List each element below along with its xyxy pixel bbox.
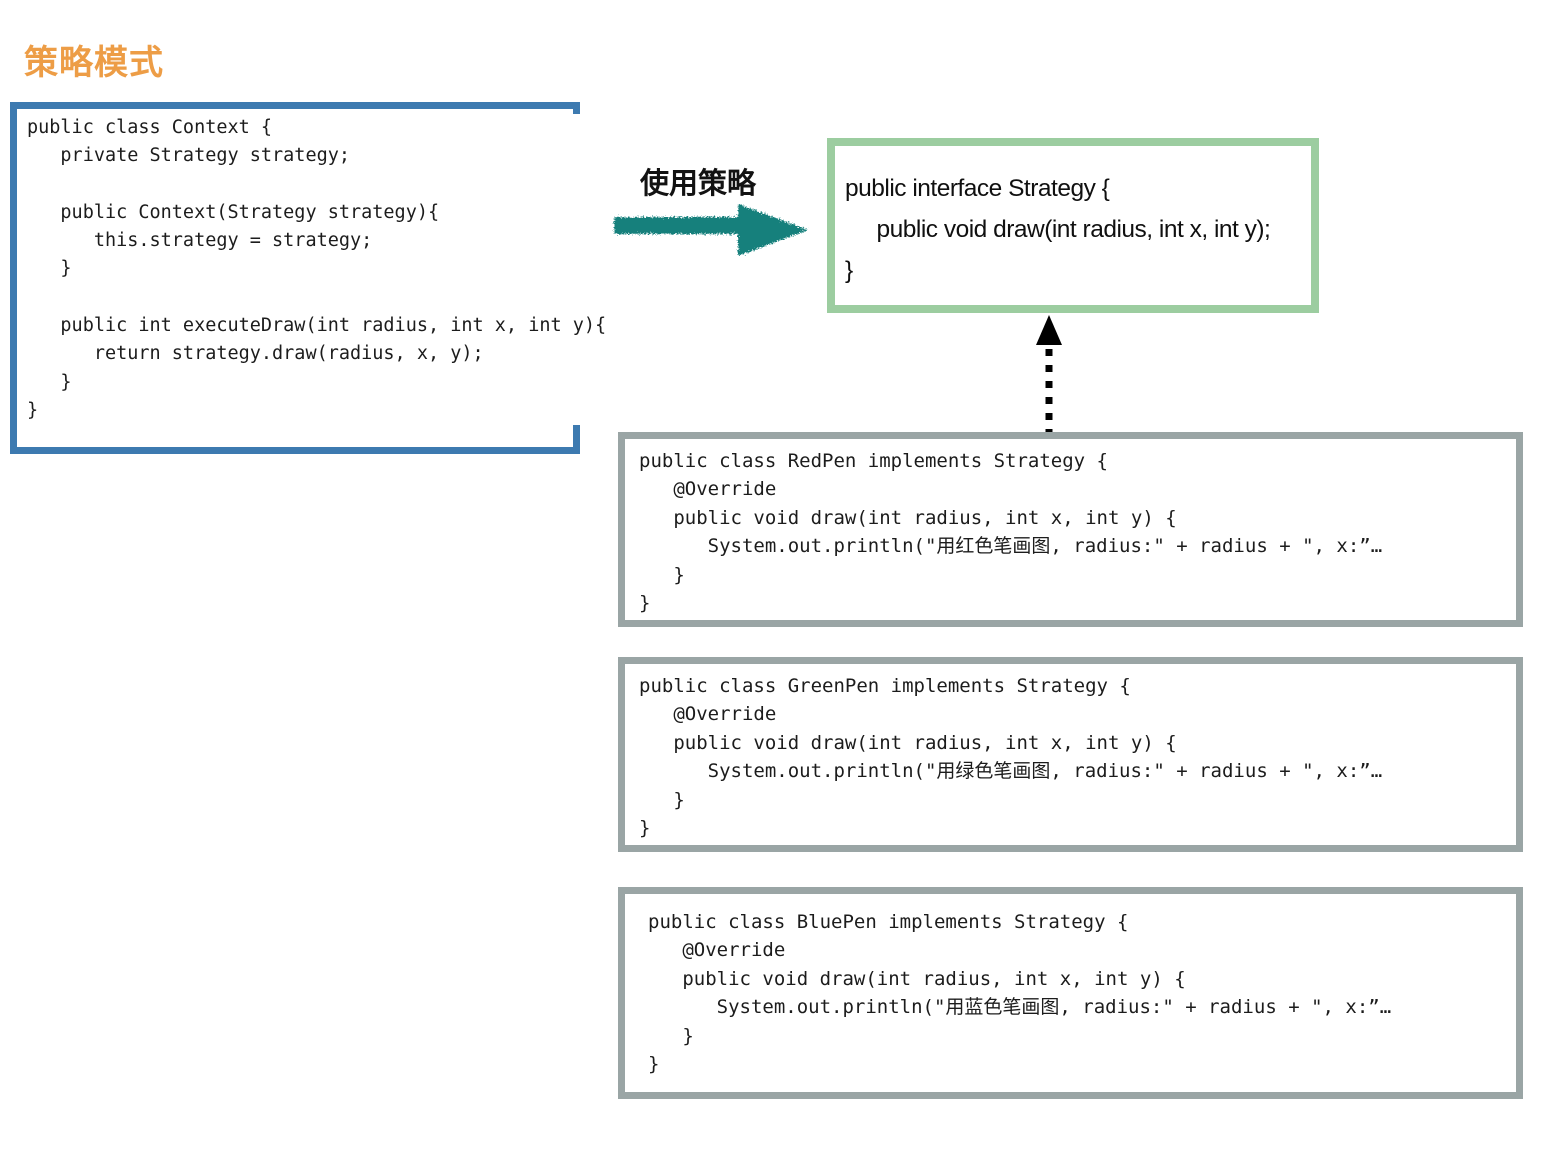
thick-right-arrow-icon — [614, 204, 808, 256]
redpen-class-code: public class RedPen implements Strategy … — [639, 450, 1383, 615]
strategy-interface-code: public interface Strategy { public void … — [845, 175, 1271, 284]
redpen-class-box — [618, 432, 1523, 627]
greenpen-class-code: public class GreenPen implements Strateg… — [639, 675, 1383, 840]
page-title: 策略模式 — [24, 44, 164, 82]
dotted-up-arrow-icon — [1036, 315, 1062, 437]
strategy-interface-box — [827, 138, 1319, 313]
use-strategy-annotation: 使用策略 — [612, 160, 817, 260]
context-class-code: public class Context { private Strategy … — [27, 114, 609, 426]
bluepen-class-box — [618, 887, 1523, 1099]
use-strategy-label: 使用策略 — [640, 168, 757, 200]
bluepen-class-code: public class BluePen implements Strategy… — [648, 911, 1392, 1076]
greenpen-class-box — [618, 657, 1523, 852]
